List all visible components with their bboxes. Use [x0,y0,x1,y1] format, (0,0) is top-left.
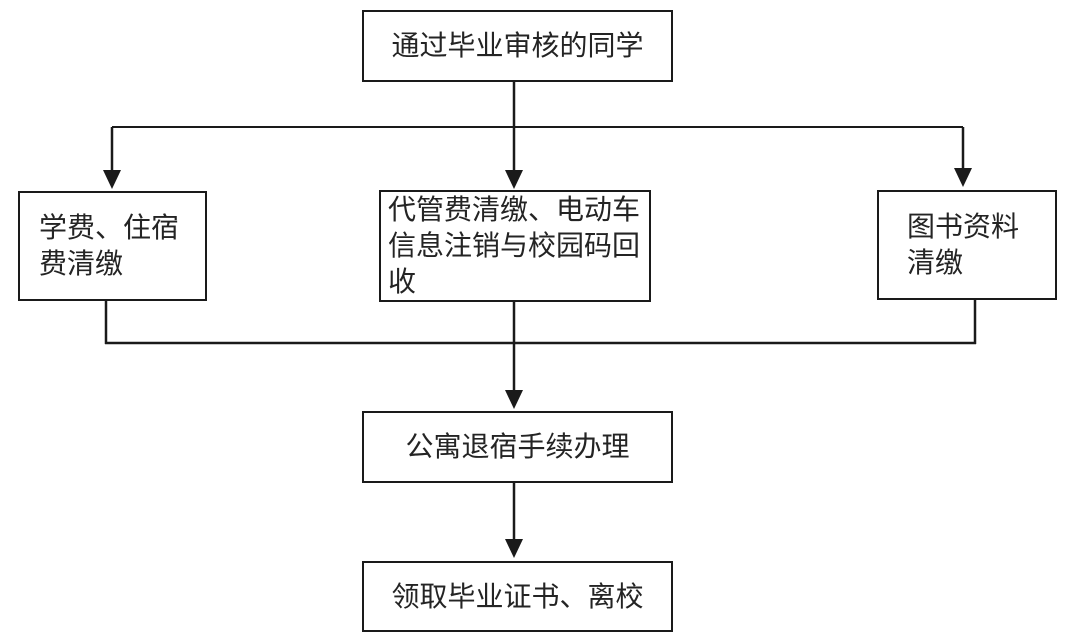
node-misc-fees-campus-code-label: 代管费清缴、电动车 [388,194,641,225]
node-misc-fees-campus-code: 代管费清缴、电动车 信息注销与校园码回 收 [379,190,651,302]
node-library-materials-label: 清缴 [907,247,964,278]
node-end-label: 领取毕业证书、离校 [391,580,644,612]
arrow-branch-to-library [954,127,972,187]
node-dorm-checkout: 公寓退宿手续办理 [362,411,673,483]
node-misc-fees-campus-code-label: 信息注销与校园码回 [388,230,641,261]
arrow-merge-to-dorm [505,302,523,409]
node-library-materials-label: 图书资料 [907,211,1020,242]
node-start-label: 通过毕业审核的同学 [391,30,644,61]
arrow-branch-to-tuition [103,127,121,189]
node-end: 领取毕业证书、离校 [362,561,673,632]
node-tuition-fees-label: 费清缴 [39,248,124,279]
arrow-dorm-to-end [505,483,523,558]
node-dorm-checkout-label: 公寓退宿手续办理 [405,431,630,462]
node-start: 通过毕业审核的同学 [362,10,673,82]
node-library-materials: 图书资料 清缴 [877,190,1057,300]
node-tuition-fees-label: 学费、住宿 [39,212,180,243]
node-tuition-fees: 学费、住宿 费清缴 [18,191,207,301]
arrow-start-to-misc [505,82,523,189]
node-misc-fees-campus-code-label: 收 [388,266,417,297]
